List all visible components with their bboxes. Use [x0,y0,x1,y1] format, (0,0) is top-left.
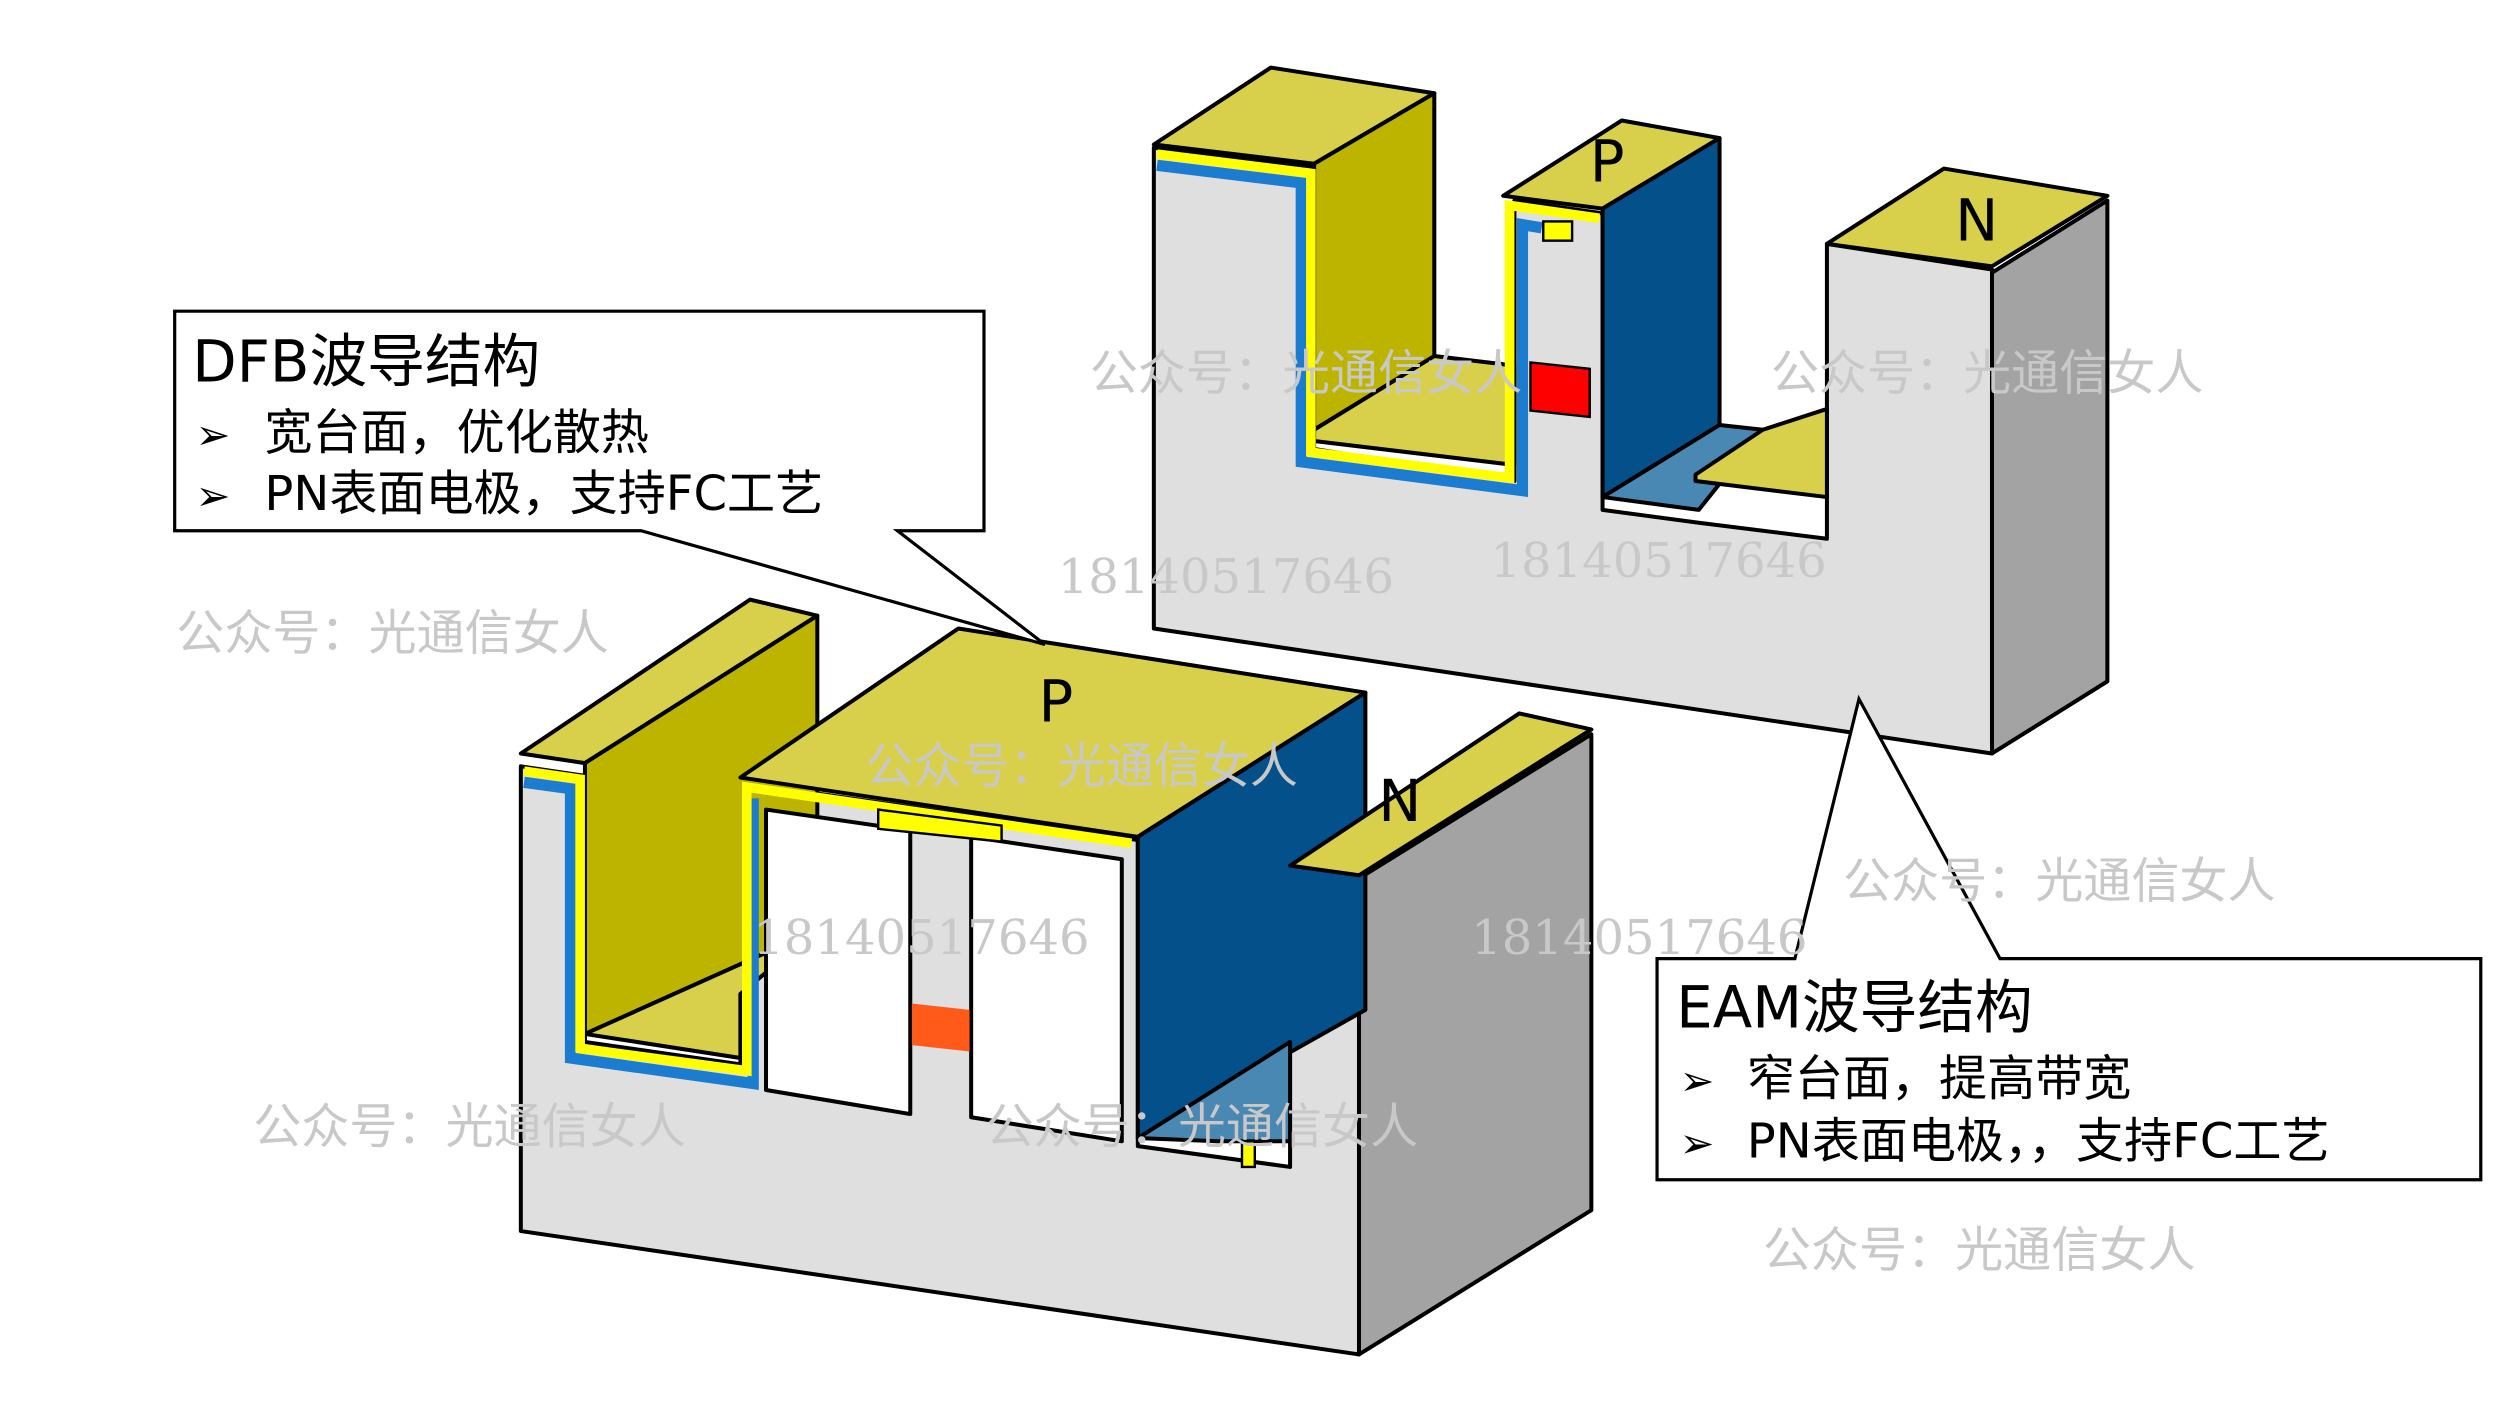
eam-n-label: N [1955,187,1998,255]
dfb-right-mesa-top [1288,711,1594,878]
watermark-phone: 18140517646 [753,910,1089,966]
watermark-account: 公众号：光通信女人 [865,738,1298,794]
dfb-n-contact-stub [1240,1140,1257,1169]
watermark-account: 公众号：光通信女人 [176,605,609,661]
eam-callout: EAM波导结构 ➢ 窄台面，提高带宽 ➢ PN表面电极，，支持FC工艺 [1655,694,2483,1182]
dfb-waveguide-structure: P N [518,597,1594,1357]
dfb-center-mesa-side [1135,690,1368,1141]
watermark-account: 公众号：光通信女人 [1843,854,2276,910]
watermark-account: 公众号：光通信女人 [986,1099,1419,1155]
watermark-phone: 18140517646 [1490,533,1826,589]
dfb-active-layer [911,1003,970,1052]
eam-callout-title: EAM波导结构 [1676,974,2032,1042]
eam-ridge-contact [1542,220,1574,242]
eam-blue-layer [1156,159,1543,498]
dfb-p-label: P [1038,667,1073,735]
dfb-callout-bullet: PN表面电极，支持FC工艺 [264,466,823,522]
bullet-arrow-icon: ➢ [196,410,231,459]
watermark-account: 公众号：光通信女人 [1771,346,2204,402]
eam-right-mesa-top [1824,166,2110,269]
eam-yellow-layer [1156,149,1601,484]
eam-step-top [1693,406,1829,500]
eam-side-face [1989,198,2110,756]
eam-callout-bullet: PN表面电极，，支持FC工艺 [1747,1113,2330,1169]
watermark-phone: 18140517646 [1471,910,1807,966]
eam-active-layer [1529,361,1591,419]
dfb-callout-box [173,309,1046,647]
watermarks: 公众号：光通信女人 公众号：光通信女人 公众号：光通信女人 公众号：光通信女人 … [176,346,2275,1279]
eam-callout-bullet: 窄台面，提高带宽 [1747,1051,2132,1107]
dfb-n-label: N [1378,767,1421,835]
bullet-arrow-icon: ➢ [1679,1056,1714,1105]
eam-callout-box [1655,694,2483,1182]
dfb-ridge-contact [877,808,1003,843]
dfb-callout: DFB波导结构 ➢ 宽台面，优化散热 ➢ PN表面电极，支持FC工艺 [173,309,1046,647]
dfb-ridge-left [764,807,913,1117]
watermark-account: 公众号：光通信女人 [1090,346,1523,402]
watermark-phone: 18140517646 [1058,549,1394,605]
eam-p-label: P [1590,127,1625,195]
bullet-arrow-icon: ➢ [1679,1118,1714,1167]
dfb-blue-layer [523,776,759,1091]
bullet-arrow-icon: ➢ [196,471,231,520]
watermark-account: 公众号：光通信女人 [1763,1222,2196,1278]
dfb-right-trench-floor [1135,1039,1293,1144]
watermark-account: 公众号：光通信女人 [253,1099,686,1155]
dfb-callout-bullet: 宽台面，优化散热 [264,405,649,461]
dfb-ridge-right [969,834,1124,1144]
dfb-callout-title: DFB波导结构 [192,328,540,396]
dfb-left-trench-floor [582,927,820,1060]
dfb-yellow-layer [523,766,1133,1077]
eam-waveguide-structure: P N [1151,65,2110,756]
